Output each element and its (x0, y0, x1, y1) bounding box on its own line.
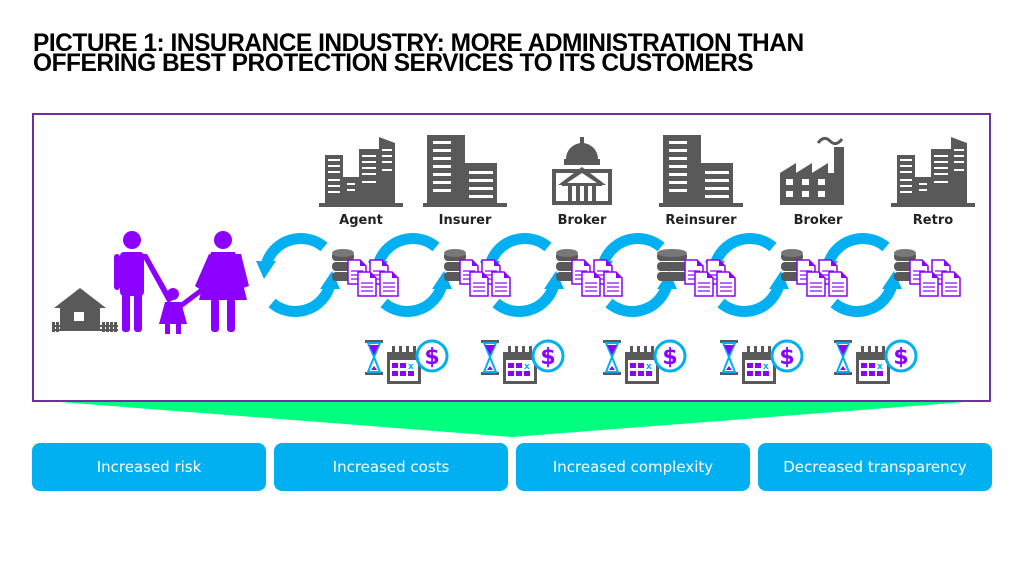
documents-icon (796, 259, 848, 297)
svg-text:$: $ (662, 345, 677, 370)
admin-icon-group: x $ (720, 339, 804, 384)
flow-chain (256, 232, 961, 318)
outcome-increased-complexity: Increased complexity (516, 443, 750, 491)
family-icon (114, 231, 249, 334)
chain-entity-reinsurer-3: Reinsurer (656, 133, 746, 228)
documents-icon (684, 259, 736, 297)
house-icon (52, 288, 118, 332)
documents-icon (459, 259, 511, 297)
calendar-icon: x (387, 346, 421, 384)
svg-text:$: $ (893, 345, 908, 370)
outcome-increased-costs: Increased costs (274, 443, 508, 491)
database-icon (657, 249, 687, 281)
chain-entity-broker-4: Broker (773, 133, 863, 228)
chain-entity-label: Reinsurer (665, 213, 737, 228)
dollar-icon: $ (531, 339, 565, 373)
chain-entity-label: Retro (912, 213, 954, 228)
svg-text:$: $ (424, 345, 439, 370)
chain-entity-insurer-1: Insurer (420, 133, 510, 228)
chain-entity-label: Insurer (438, 213, 492, 228)
admin-icon-group: x $ (603, 339, 687, 384)
title-line-2: OFFERING BEST PROTECTION SERVICES TO ITS… (33, 49, 754, 77)
office-building-icon (656, 133, 746, 209)
hourglass-icon (720, 340, 738, 375)
government-building-icon (537, 133, 627, 209)
svg-text:x: x (763, 362, 769, 372)
chain-entity-label: Broker (793, 213, 843, 228)
dollar-icon: $ (884, 339, 918, 373)
page-title: PICTURE 1: INSURANCE INDUSTRY: MORE ADMI… (33, 29, 993, 77)
documents-icon (347, 259, 399, 297)
dollar-icon: $ (770, 339, 804, 373)
outcome-decreased-transparency: Decreased transparency (758, 443, 992, 491)
svg-text:$: $ (779, 345, 794, 370)
svg-text:x: x (524, 362, 530, 372)
admin-icon-group: x $ (834, 339, 918, 384)
chain-entity-agent-0: Agent (316, 133, 406, 228)
chain-entity-broker-2: Broker (537, 133, 627, 228)
svg-text:x: x (646, 362, 652, 372)
chain-entity-label: Agent (339, 213, 383, 228)
calendar-icon: x (856, 346, 890, 384)
chain-entity-label: Broker (557, 213, 607, 228)
dollar-icon: $ (653, 339, 687, 373)
hourglass-icon (603, 340, 621, 375)
svg-text:$: $ (540, 345, 555, 370)
hourglass-icon (834, 340, 852, 375)
outcome-increased-risk: Increased risk (32, 443, 266, 491)
factory-icon (773, 133, 863, 209)
documents-icon (571, 259, 623, 297)
office-towers-icon (888, 133, 978, 209)
svg-text:x: x (408, 362, 414, 372)
svg-text:x: x (877, 362, 883, 372)
chain-entity-retro-5: Retro (888, 133, 978, 228)
admin-icon-group: x $ (481, 339, 565, 384)
dollar-icon: $ (415, 339, 449, 373)
hourglass-icon (481, 340, 499, 375)
documents-icon (909, 259, 961, 297)
office-building-icon (420, 133, 510, 209)
calendar-icon: x (742, 346, 776, 384)
title-line-1: PICTURE 1: INSURANCE INDUSTRY: MORE ADMI… (33, 29, 804, 57)
admin-icon-group: x $ (365, 339, 449, 384)
hourglass-icon (365, 340, 383, 375)
cycle-arrows-icon (256, 232, 340, 318)
office-towers-icon (316, 133, 406, 209)
calendar-icon: x (625, 346, 659, 384)
calendar-icon: x (503, 346, 537, 384)
